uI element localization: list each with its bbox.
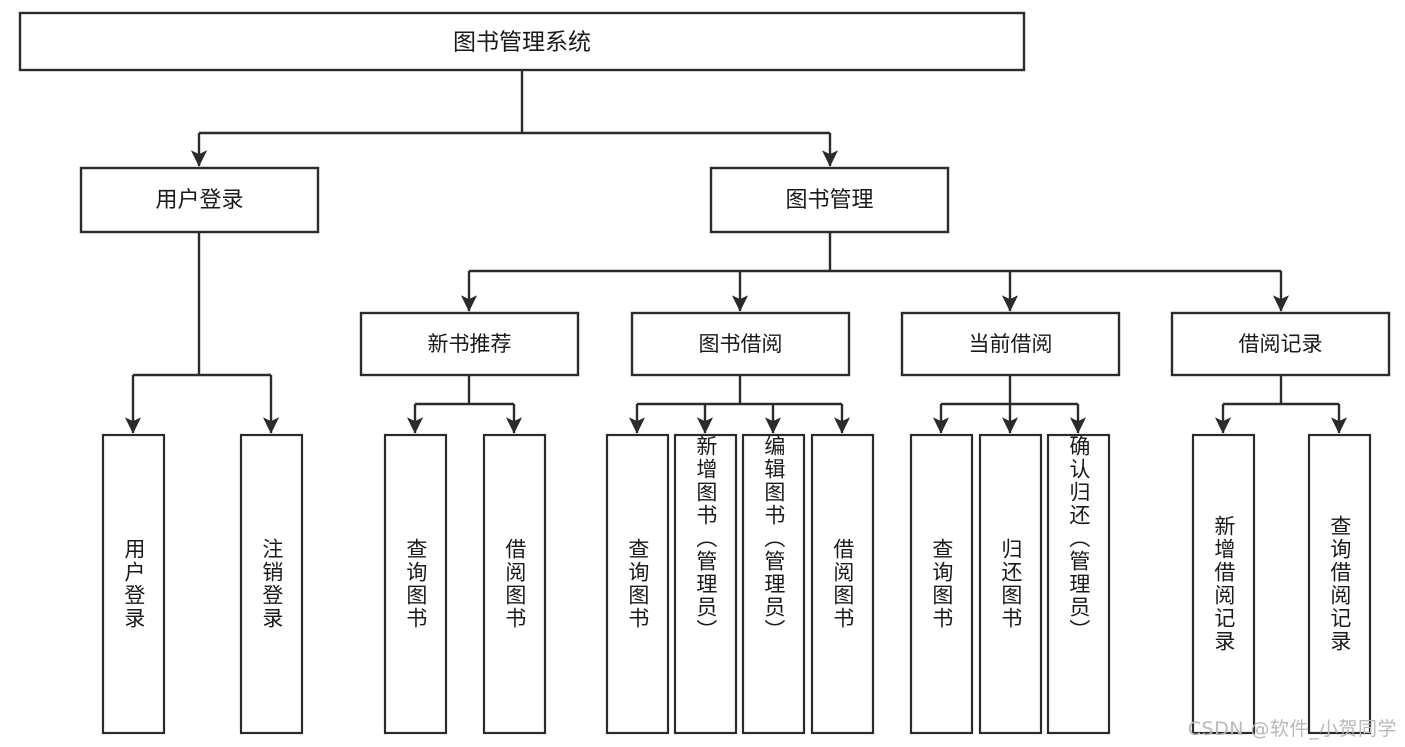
- node-book-borrow-label: 图书借阅: [699, 332, 783, 356]
- leaf-box-group: [101, 433, 1372, 735]
- leaf-box-user-login-1[interactable]: [101, 433, 166, 735]
- node-root[interactable]: 图书管理系统: [18, 11, 1026, 72]
- node-current-borrow[interactable]: 当前借阅: [900, 311, 1121, 377]
- leaf-box-book-borrow-4[interactable]: [810, 433, 875, 735]
- node-new-book-recommend[interactable]: 新书推荐: [359, 311, 580, 377]
- leaf-box-user-login-2[interactable]: [239, 433, 304, 735]
- node-book-borrow[interactable]: 图书借阅: [630, 311, 851, 377]
- node-book-borrow-box[interactable]: [630, 311, 851, 377]
- leaf-box-borrow-record-2[interactable]: [1307, 433, 1372, 735]
- node-user-login-box[interactable]: [79, 166, 320, 234]
- node-user-login[interactable]: 用户登录: [79, 166, 320, 234]
- leaf-box-new-book-1[interactable]: [383, 433, 448, 735]
- connector-group: [124, 70, 1348, 434]
- node-book-manage-box[interactable]: [709, 166, 950, 234]
- node-root-label: 图书管理系统: [453, 30, 591, 56]
- leaf-box-current-borrow-2[interactable]: [978, 433, 1043, 735]
- leaf-box-current-borrow-3[interactable]: [1046, 433, 1111, 735]
- node-book-manage-label: 图书管理: [785, 188, 873, 213]
- leaf-box-book-borrow-1[interactable]: [605, 433, 670, 735]
- node-root-box[interactable]: [18, 11, 1026, 72]
- node-borrow-record-box[interactable]: [1170, 311, 1391, 377]
- node-new-book-recommend-box[interactable]: [359, 311, 580, 377]
- node-current-borrow-label: 当前借阅: [969, 332, 1053, 356]
- node-user-login-label: 用户登录: [155, 188, 243, 213]
- node-borrow-record[interactable]: 借阅记录: [1170, 311, 1391, 377]
- node-current-borrow-box[interactable]: [900, 311, 1121, 377]
- leaf-box-book-borrow-2[interactable]: [673, 433, 738, 735]
- leaf-box-new-book-2[interactable]: [482, 433, 547, 735]
- csdn-watermark: CSDN @软件_小贺同学: [1187, 718, 1397, 740]
- node-new-book-recommend-label: 新书推荐: [428, 332, 512, 356]
- node-book-manage[interactable]: 图书管理: [709, 166, 950, 234]
- leaf-box-book-borrow-3[interactable]: [741, 433, 806, 735]
- leaf-box-borrow-record-1[interactable]: [1191, 433, 1256, 735]
- node-borrow-record-label: 借阅记录: [1239, 332, 1323, 356]
- leaf-box-current-borrow-1[interactable]: [909, 433, 974, 735]
